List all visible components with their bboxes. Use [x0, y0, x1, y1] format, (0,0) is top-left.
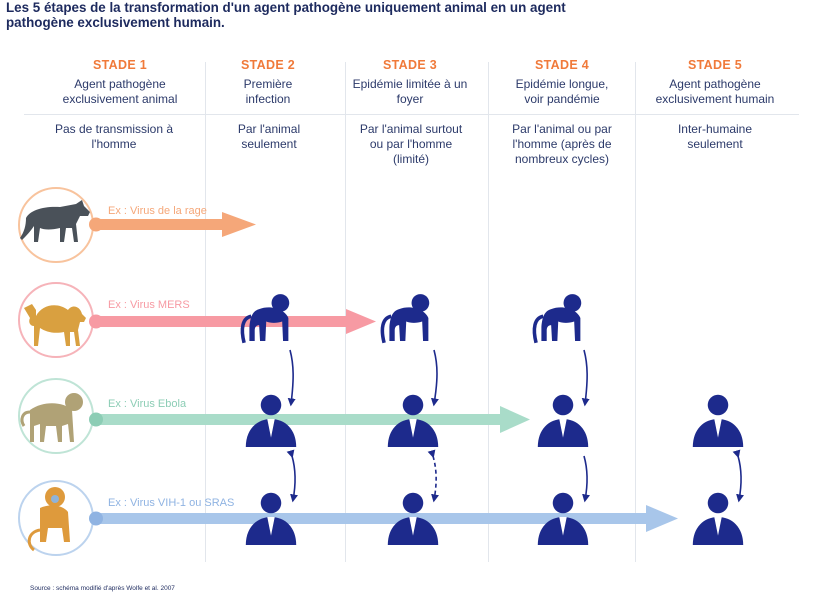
page-title: Les 5 étapes de la transformation d'un a…: [6, 0, 566, 30]
monkey-icon: [240, 292, 292, 345]
pathway-arrow: [94, 513, 650, 524]
stage-4-description: Epidémie longue, voir pandémie: [515, 77, 609, 106]
human-icon: [537, 394, 589, 447]
virus-icon: [89, 412, 103, 427]
example-label: Ex : Virus de la rage: [108, 205, 207, 217]
row-ebola: Ex : Virus Ebola: [18, 378, 744, 454]
stage-3-description: Epidémie limitée à un foyer: [352, 77, 468, 106]
stage-4-header: STADE 4 Epidémie longue, voir pandémie: [492, 58, 632, 107]
golden-monkey-icon: [27, 487, 70, 552]
animal-to-human-arrow: [581, 349, 590, 407]
baboon-icon: [20, 393, 83, 442]
pathway-arrow: [94, 414, 504, 425]
wolf-icon: [20, 200, 90, 242]
human-to-human-arrow: [582, 455, 590, 503]
human-icon: [692, 394, 744, 447]
virus-icon: [89, 511, 103, 526]
column-divider: [635, 62, 636, 562]
stage-1-label: STADE 1: [93, 58, 147, 72]
monkey-icon: [532, 292, 584, 345]
example-label: Ex : Virus VIH-1 ou SRAS: [108, 497, 234, 509]
animal-to-human-arrow: [287, 349, 296, 407]
row-hiv-sars: Ex : Virus VIH-1 ou SRAS: [18, 480, 744, 556]
human-icon: [692, 492, 744, 545]
virus-icon: [89, 314, 103, 329]
camel-icon: [24, 304, 86, 346]
pathway-arrow: [94, 219, 224, 230]
row-divider: [24, 114, 799, 115]
stage-2-description: Première infection: [243, 77, 293, 106]
source-note: Source : schéma modifié d'après Wolfe et…: [30, 585, 175, 592]
human-to-human-arrow: [286, 449, 298, 503]
pathway-arrow: [94, 316, 352, 327]
stage-1-transmission: Pas de transmission à l'homme: [54, 122, 174, 151]
stage-1-header: STADE 1 Agent pathogène exclusivement an…: [50, 58, 190, 107]
stage-3-header: STADE 3 Epidémie limitée à un foyer: [340, 58, 480, 107]
stage-5-header: STADE 5 Agent pathogène exclusivement hu…: [645, 58, 785, 107]
stage-5-description: Agent pathogène exclusivement humain: [655, 77, 775, 106]
monkey-icon: [380, 292, 432, 345]
pathway-arrow-head: [646, 505, 678, 532]
stage-2-label: STADE 2: [241, 58, 295, 72]
pathway-arrow-head: [222, 212, 256, 237]
human-to-human-arrow: [732, 449, 744, 503]
stage-3-transmission: Par l'animal surtout ou par l'homme (lim…: [359, 122, 463, 166]
pathway-arrow-head: [500, 406, 530, 433]
transmission-arrows: [286, 349, 744, 503]
stage-4-transmission: Par l'animal ou par l'homme (après de no…: [512, 122, 612, 166]
row-rabies: Ex : Virus de la rage: [18, 187, 256, 263]
stage-4-label: STADE 4: [535, 58, 589, 72]
column-divider: [205, 62, 206, 562]
stage-2-header: STADE 2 Première infection: [198, 58, 338, 107]
column-divider: [345, 62, 346, 562]
limited-human-to-human-arrow: [427, 449, 439, 503]
pathway-arrow-head: [346, 309, 376, 334]
row-mers: Ex : Virus MERS: [18, 282, 584, 358]
example-label: Ex : Virus Ebola: [108, 398, 187, 410]
stage-3-label: STADE 3: [383, 58, 437, 72]
stage-1-description: Agent pathogène exclusivement animal: [62, 77, 178, 106]
column-divider: [488, 62, 489, 562]
stage-2-transmission: Par l'animal seulement: [237, 122, 301, 151]
stage-5-transmission: Inter-humaine seulement: [677, 122, 753, 151]
virus-icon: [89, 217, 103, 232]
stage-5-label: STADE 5: [688, 58, 742, 72]
animal-to-human-arrow: [430, 349, 439, 407]
example-label: Ex : Virus MERS: [108, 299, 190, 311]
